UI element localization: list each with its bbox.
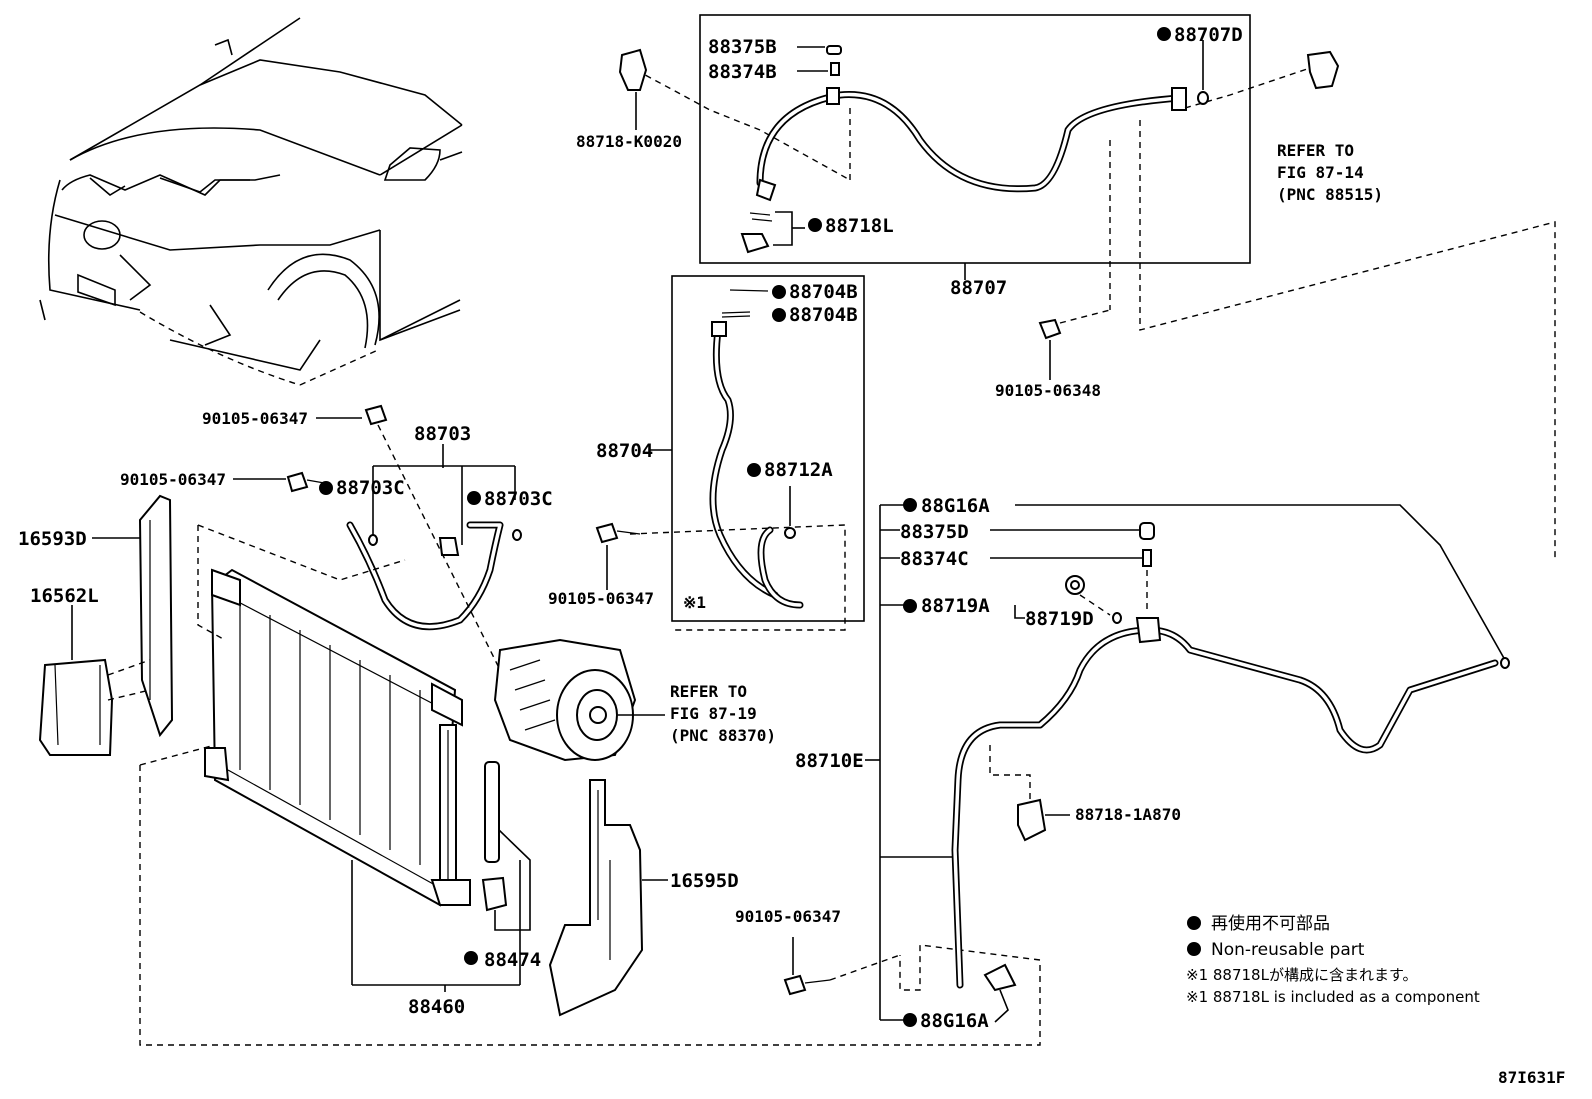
vehicle-front-illustration	[39, 17, 463, 386]
label-88474: 88474	[484, 949, 541, 971]
legend-en-note: ※1 88718L is included as a component	[1186, 988, 1480, 1006]
label-mark-1: ※1	[683, 593, 706, 612]
label-88703: 88703	[414, 423, 471, 445]
label-88703C-2: 88703C	[484, 488, 553, 510]
label-88704B-1: 88704B	[789, 281, 858, 303]
non-reusable-dot	[772, 285, 786, 299]
ref-87-14-line3: (PNC 88515)	[1277, 185, 1383, 204]
non-reusable-dot	[1157, 27, 1171, 41]
non-reusable-dot	[903, 599, 917, 613]
ref-87-19-line2: FIG 87-19	[670, 704, 757, 723]
non-reusable-dot	[467, 491, 481, 505]
part-labels: 88375B 88374B 88718-K0020 88707D 88718L …	[18, 24, 1243, 1032]
label-90105-06348: 90105-06348	[995, 381, 1101, 400]
non-reusable-dot	[747, 463, 761, 477]
label-88375B: 88375B	[708, 36, 777, 58]
seal-16595D	[548, 779, 668, 1017]
seal-16593D	[92, 494, 174, 738]
label-88375D: 88375D	[900, 521, 969, 543]
receiver-dryer-88474	[464, 761, 531, 965]
non-reusable-dot	[464, 951, 478, 965]
compressor-illustration	[493, 638, 665, 762]
label-88707D: 88707D	[1174, 24, 1243, 46]
label-88703C-1: 88703C	[336, 477, 405, 499]
non-reusable-dot	[903, 498, 917, 512]
legend-jp-note: ※1 88718Lが構成に含まれます。	[1186, 966, 1417, 984]
bolt-90105-06347-bottom	[783, 937, 901, 996]
non-reusable-dot	[808, 218, 822, 232]
ref-87-19-line1: REFER TO	[670, 682, 747, 701]
label-88374C: 88374C	[900, 548, 969, 570]
label-88G16A-2: 88G16A	[920, 1010, 989, 1032]
label-88704: 88704	[596, 440, 653, 462]
label-88718-K0020: 88718-K0020	[576, 132, 682, 151]
legend: 再使用不可部品 Non-reusable part ※1 88718Lが構成に含…	[1186, 913, 1480, 1006]
legend-en-nonreusable: Non-reusable part	[1211, 940, 1365, 960]
legend-jp-nonreusable: 再使用不可部品	[1211, 913, 1330, 934]
discharge-hose-box-88704	[629, 275, 865, 631]
ref-87-14-line2: FIG 87-14	[1277, 163, 1364, 182]
ref-87-19-line3: (PNC 88370)	[670, 726, 776, 745]
ref-87-14-line1: REFER TO	[1277, 141, 1354, 160]
label-88460: 88460	[408, 996, 465, 1018]
label-16595D: 16595D	[670, 870, 739, 892]
label-88704B-2: 88704B	[789, 304, 858, 326]
label-90105-06347-c: 90105-06347	[548, 589, 654, 608]
label-88718L: 88718L	[825, 215, 894, 237]
legend-dot-jp	[1187, 916, 1201, 930]
liquid-tube-88710E	[865, 498, 1510, 1027]
label-90105-06347-a: 90105-06347	[202, 409, 308, 428]
label-88712A: 88712A	[764, 459, 833, 481]
suction-hose-box-88707	[618, 14, 1556, 560]
label-88707: 88707	[950, 277, 1007, 299]
label-88G16A-1: 88G16A	[921, 495, 990, 517]
bolt-90105-06347-mid	[595, 522, 641, 590]
condenser-illustration	[139, 524, 1041, 1046]
label-16562L: 16562L	[30, 585, 99, 607]
label-88374B: 88374B	[708, 61, 777, 83]
non-reusable-dot	[772, 308, 786, 322]
legend-dot-en	[1187, 942, 1201, 956]
label-88719D: 88719D	[1025, 608, 1094, 630]
reference-labels: REFER TO FIG 87-14 (PNC 88515) REFER TO …	[670, 141, 1383, 745]
label-88719A: 88719A	[921, 595, 990, 617]
label-90105-06347-d: 90105-06347	[735, 907, 841, 926]
label-90105-06347-b: 90105-06347	[120, 470, 226, 489]
label-88710E: 88710E	[795, 750, 864, 772]
liquid-pipe-88703	[233, 404, 522, 711]
label-88718-1A870: 88718-1A870	[1075, 805, 1181, 824]
figure-id: 87I631F	[1498, 1068, 1565, 1087]
label-16593D: 16593D	[18, 528, 87, 550]
bolt-90105-06348	[1038, 318, 1062, 380]
seal-16562L	[38, 605, 151, 756]
non-reusable-dot	[903, 1013, 917, 1027]
